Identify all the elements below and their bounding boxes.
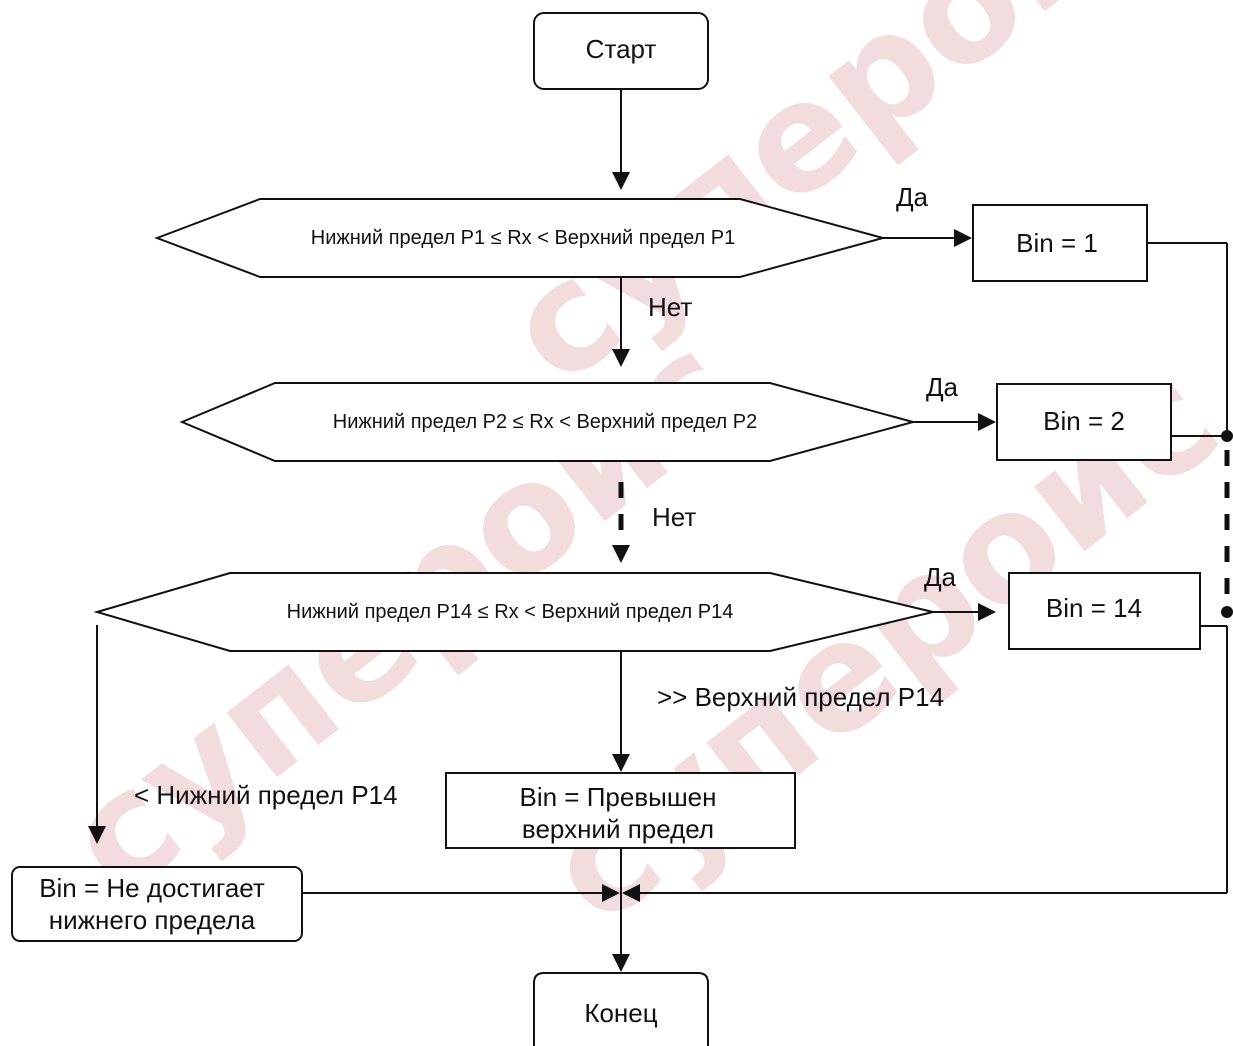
arrowhead: [612, 545, 630, 563]
bin-1-box: [972, 204, 1148, 282]
no-label-1: Нет: [648, 292, 692, 322]
under-lower-box: [11, 866, 303, 942]
arrowhead: [622, 884, 640, 902]
bin-14-box: [1008, 572, 1201, 650]
over-upper-line-1: Bin = Превышен: [520, 782, 717, 812]
start-label: Старт: [586, 34, 657, 64]
no-label-2: Нет: [652, 502, 696, 532]
end-label: Конец: [584, 998, 657, 1028]
bin-2-box: [996, 383, 1172, 461]
decision-2-text: Нижний предел P2 ≤ Rx < Верхний предел P…: [333, 411, 757, 433]
bin-2-label: Bin = 2: [1043, 406, 1125, 436]
over-upper-line-2: верхний предел: [522, 814, 714, 844]
yes-label-1: Да: [896, 182, 929, 212]
bin-1-label: Bin = 1: [1016, 228, 1098, 258]
yes-label-3: Да: [924, 562, 957, 592]
arrowhead: [612, 172, 630, 190]
arrowhead: [978, 603, 996, 621]
junction-dot: [1221, 430, 1233, 442]
arrowhead: [88, 826, 106, 844]
yes-label-2: Да: [926, 372, 959, 402]
bin-14-label: Bin = 14: [1046, 593, 1142, 623]
above-upper-label: >> Верхний предел P14: [657, 682, 944, 712]
junction-dot: [1221, 606, 1233, 618]
below-lower-label: < Нижний предел P14: [134, 780, 398, 810]
arrowhead: [612, 754, 630, 772]
arrowhead: [612, 954, 630, 972]
under-lower-line-2: нижнего предела: [49, 905, 256, 935]
arrowhead: [954, 229, 972, 247]
arrowhead: [612, 349, 630, 367]
under-lower-line-1: Bin = Не достигает: [39, 873, 265, 903]
end-terminal: [533, 972, 709, 1046]
decision-1-text: Нижний предел P1 ≤ Rx < Верхний предел P…: [311, 227, 735, 249]
arrowhead: [978, 413, 996, 431]
arrowhead: [602, 884, 620, 902]
decision-14-text: Нижний предел P14 ≤ Rx < Верхний предел …: [287, 601, 734, 623]
